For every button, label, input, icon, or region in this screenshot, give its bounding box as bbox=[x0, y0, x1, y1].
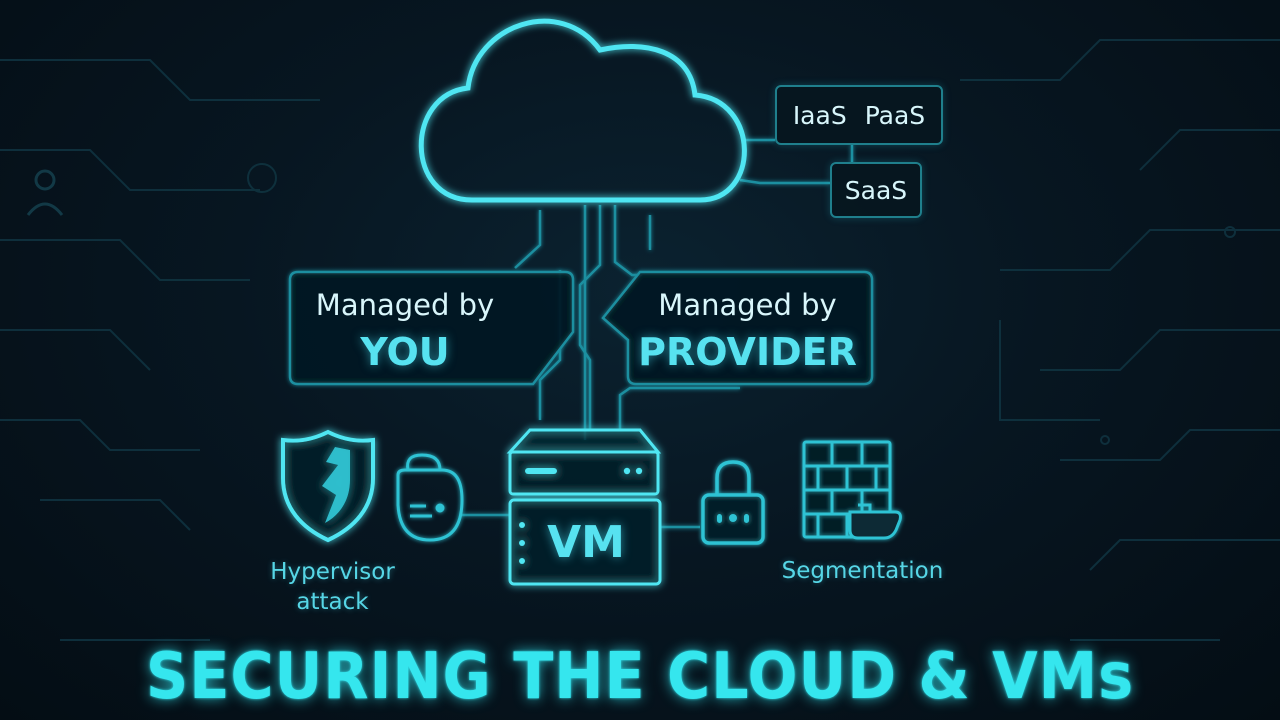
hypervisor-label: Hypervisor attack bbox=[255, 557, 410, 617]
saas-label: SaaS bbox=[844, 175, 908, 205]
managed-provider-line2: PROVIDER bbox=[638, 330, 857, 374]
iaas-paas-box: IaaS PaaS bbox=[775, 85, 943, 145]
managed-provider-line1: Managed by bbox=[658, 288, 837, 322]
saas-box: SaaS bbox=[830, 162, 922, 218]
cloud-icon bbox=[418, 18, 747, 203]
hypervisor-line2: attack bbox=[296, 589, 369, 615]
padlock-icon bbox=[701, 460, 765, 545]
managed-you-line2: YOU bbox=[360, 330, 450, 374]
paas-label: PaaS bbox=[864, 100, 926, 130]
iaas-label: IaaS bbox=[792, 100, 847, 130]
managed-by-provider-box bbox=[601, 270, 874, 386]
shield-icon bbox=[281, 429, 375, 543]
segmentation-label: Segmentation bbox=[781, 558, 944, 584]
malware-bug-icon bbox=[396, 453, 464, 542]
vm-label: VM bbox=[547, 517, 625, 568]
hypervisor-line1: Hypervisor bbox=[270, 559, 395, 585]
managed-you-line1: Managed by bbox=[315, 288, 495, 322]
firewall-icon bbox=[802, 440, 902, 540]
page-title: SECURING THE CLOUD & VMs bbox=[145, 640, 1135, 714]
user-icon bbox=[26, 169, 64, 216]
server-icon bbox=[506, 428, 662, 586]
managed-by-you-box bbox=[288, 270, 575, 386]
background-circuit bbox=[0, 39, 1280, 641]
